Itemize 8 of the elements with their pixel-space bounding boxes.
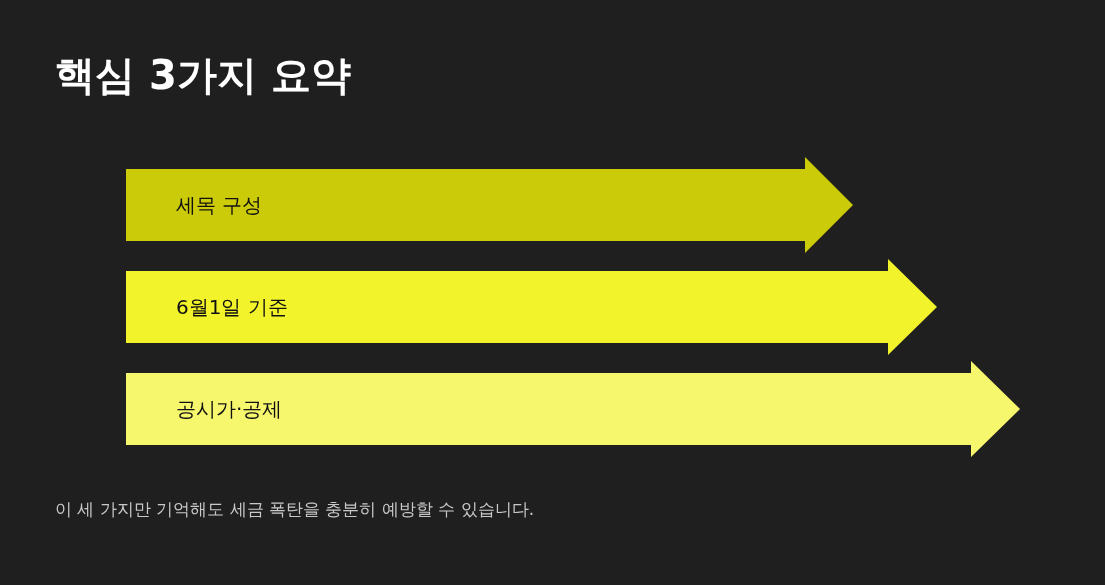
banner-label: 6월1일 기준 — [176, 294, 288, 321]
arrow-banner — [126, 259, 937, 355]
banner-label: 세목 구성 — [176, 192, 263, 219]
title: 핵심 3가지 요약 — [55, 51, 351, 100]
caption: 이 세 가지만 기억해도 세금 폭탄을 충분히 예방할 수 있습니다. — [55, 498, 535, 521]
arrow-banner — [126, 361, 1020, 457]
banner-label: 공시가·공제 — [176, 396, 283, 423]
arrow-banner — [126, 157, 853, 253]
